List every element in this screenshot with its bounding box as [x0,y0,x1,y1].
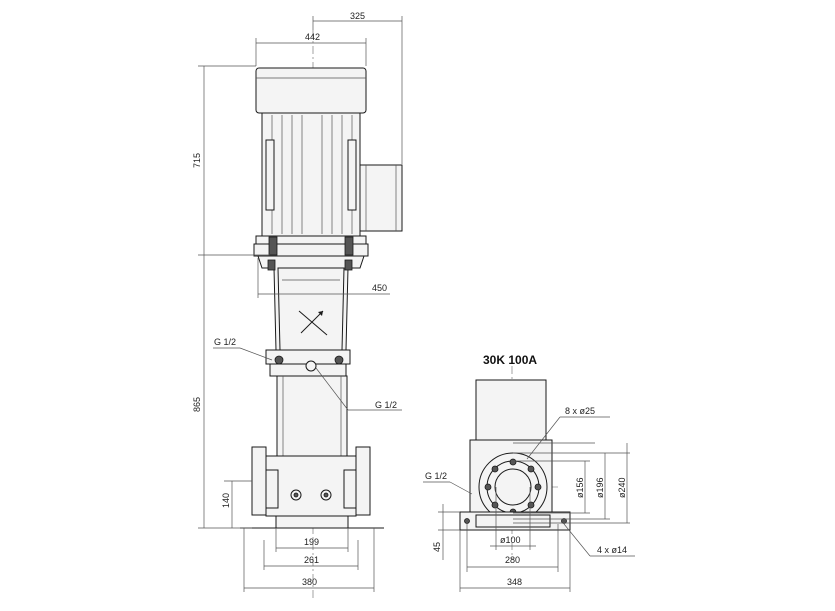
dim-base-holes: 261 [304,555,319,565]
dim-bracket-width: 450 [372,283,387,293]
dim-port-d: ø100 [500,535,521,545]
motor-body [261,112,361,237]
front-view: 325 442 715 865 140 450 199 261 3 [192,11,403,600]
dim-base-plate-height: 45 [432,542,442,552]
pump-sleeve [276,375,348,457]
dim-flange-d1: ø156 [575,477,585,498]
dim-port-height: 140 [221,493,231,508]
pump-base [265,455,357,517]
callout-vent-upper: G 1/2 [214,337,236,347]
callout-drain-side: G 1/2 [425,471,447,481]
view-title: 30K 100A [483,353,537,367]
outlet-flange [355,446,371,516]
terminal-box [359,164,403,232]
dim-motor-width: 442 [305,32,320,42]
dim-anchor-holes: 4 x ø14 [597,545,627,555]
dim-base-width-side: 280 [505,555,520,565]
side-view: 30K 100A ø156 ø196 ø240 [423,353,635,592]
dim-flange-d3: ø240 [617,477,627,498]
motor-fan-cover [255,67,367,114]
dim-pump-height: 865 [192,397,202,412]
dim-base-total-side: 348 [507,577,522,587]
inlet-flange [251,446,267,516]
dim-motor-height: 715 [192,153,202,168]
dim-flange-holes: 8 x ø25 [565,406,595,416]
rotation-arrow-icon [298,310,328,336]
dim-flange-d2: ø196 [595,477,605,498]
dim-inner-base: 199 [304,537,319,547]
callout-vent-right: G 1/2 [375,400,397,410]
dim-base-total: 380 [302,577,317,587]
dim-motor-offset: 325 [350,11,365,21]
